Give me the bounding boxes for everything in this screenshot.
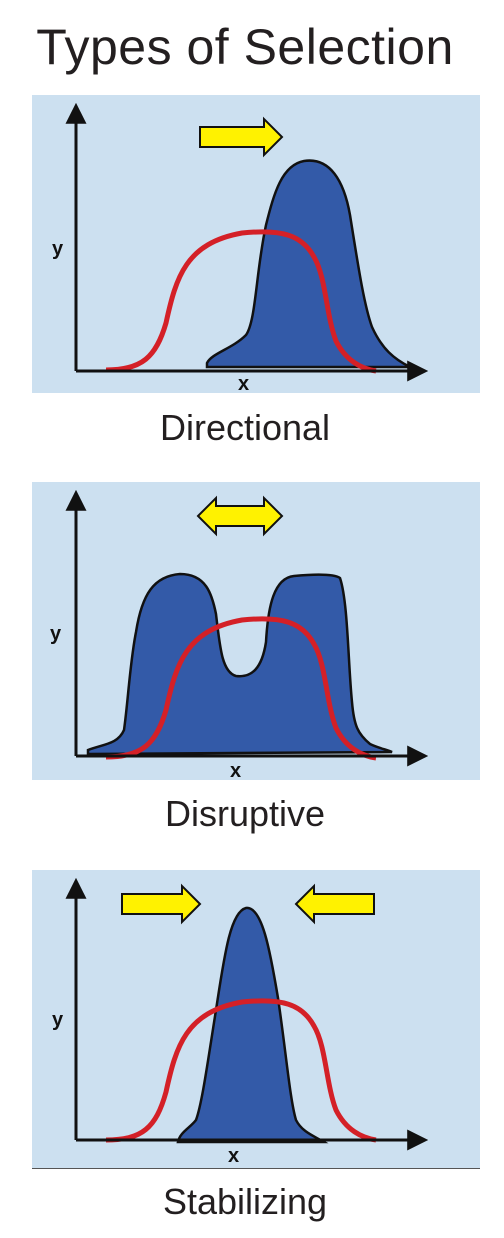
stabilizing-caption: Stabilizing — [162, 1181, 328, 1222]
x-axis-label: x — [228, 1145, 239, 1167]
stabilizing-panel: y x — [32, 870, 480, 1169]
selected-population-shape — [176, 906, 329, 1144]
disruptive-caption: Disruptive — [164, 793, 326, 834]
right-arrow-icon — [199, 116, 284, 158]
y-axis-label: y — [52, 1009, 64, 1031]
left-arrow-icon — [294, 883, 375, 925]
disruptive-diagram: y x — [50, 489, 429, 780]
original-distribution-curve — [105, 229, 377, 374]
x-axis-label: x — [230, 760, 241, 780]
directional-panel: y x — [32, 95, 480, 393]
directional-diagram: y x — [52, 102, 429, 393]
x-axis-label: x — [238, 373, 249, 393]
original-distribution-curve — [105, 998, 377, 1143]
original-distribution-curve — [105, 616, 377, 761]
y-axis-label: y — [50, 623, 62, 645]
y-axis-label: y — [52, 238, 64, 260]
stabilizing-diagram: y x — [52, 877, 429, 1167]
directional-caption: Directional — [159, 407, 331, 448]
selected-population-shape — [205, 159, 411, 369]
disruptive-panel: y x — [32, 482, 480, 780]
right-arrow-icon — [121, 883, 202, 925]
page-title: Types of Selection — [36, 19, 454, 75]
double-arrow-icon — [196, 495, 284, 537]
selected-population-shape — [86, 572, 393, 756]
